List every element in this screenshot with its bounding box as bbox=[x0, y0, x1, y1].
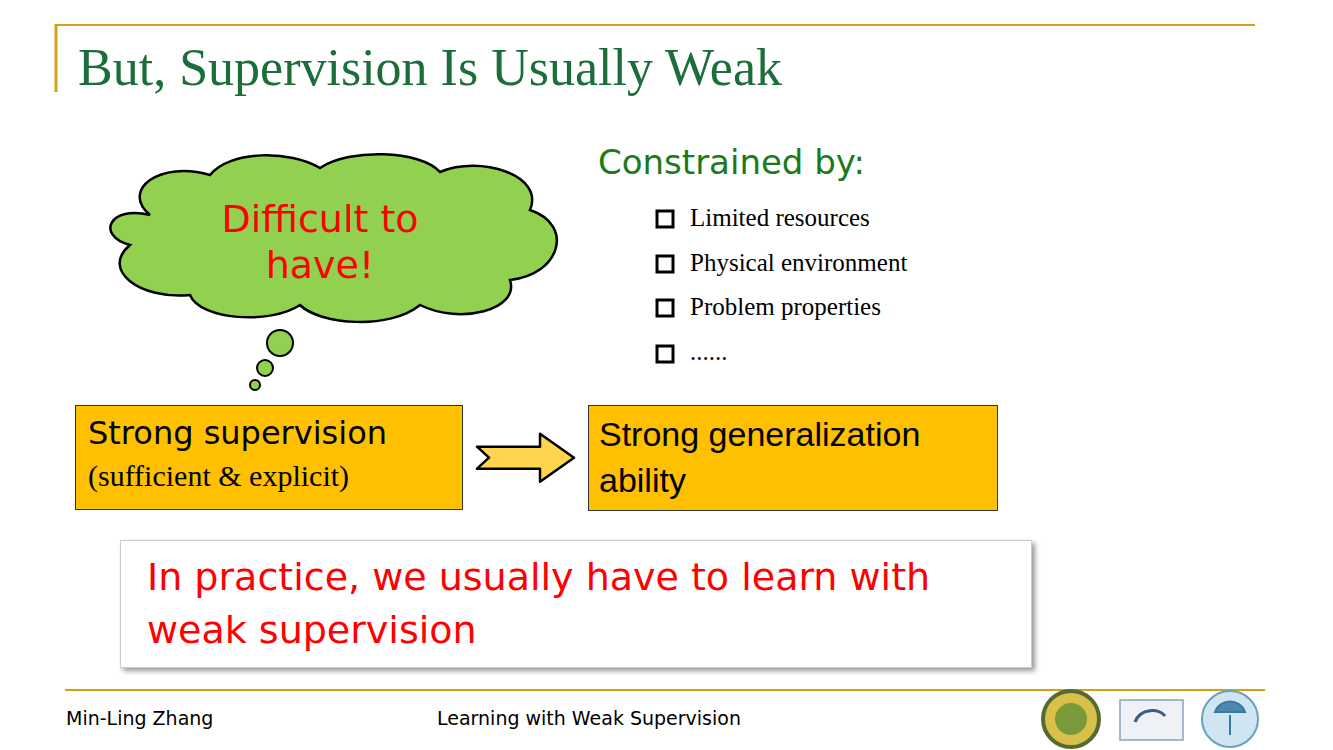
logos bbox=[1043, 691, 1258, 747]
thought-bubble bbox=[267, 330, 293, 356]
node-text: (sufficient & explicit) bbox=[88, 455, 450, 497]
footer-author: Min-Ling Zhang bbox=[66, 707, 213, 729]
footer-title: Learning with Weak Supervision bbox=[437, 707, 741, 729]
node-text: In practice, we usually have to learn wi… bbox=[147, 551, 1005, 657]
checkboxes bbox=[657, 211, 673, 362]
process-box: Strong generalization ability bbox=[588, 405, 998, 511]
node-text: Strong generalization ability bbox=[599, 412, 987, 504]
block-arrow bbox=[477, 434, 574, 482]
thought-cloud bbox=[110, 154, 556, 322]
callout-box: In practice, we usually have to learn wi… bbox=[120, 540, 1032, 668]
thought-bubble bbox=[257, 360, 273, 376]
thought-cloud-box: Difficult to have! bbox=[190, 185, 450, 300]
list-heading: Constrained by: bbox=[598, 142, 865, 182]
left-rule bbox=[55, 24, 58, 92]
list-item: Problem properties bbox=[690, 293, 881, 321]
top-rule bbox=[55, 24, 1255, 26]
node-text: Strong supervision bbox=[88, 412, 450, 455]
list-item: Limited resources bbox=[690, 204, 870, 232]
list-item: Physical environment bbox=[690, 249, 907, 277]
slide-title: But, Supervision Is Usually Weak bbox=[78, 38, 782, 97]
footer-rule bbox=[65, 689, 1265, 691]
list-item: ...... bbox=[690, 338, 728, 366]
thought-bubble bbox=[250, 380, 260, 390]
node-text: Difficult to have! bbox=[190, 197, 450, 288]
process-box: Strong supervision(sufficient & explicit… bbox=[75, 405, 463, 510]
